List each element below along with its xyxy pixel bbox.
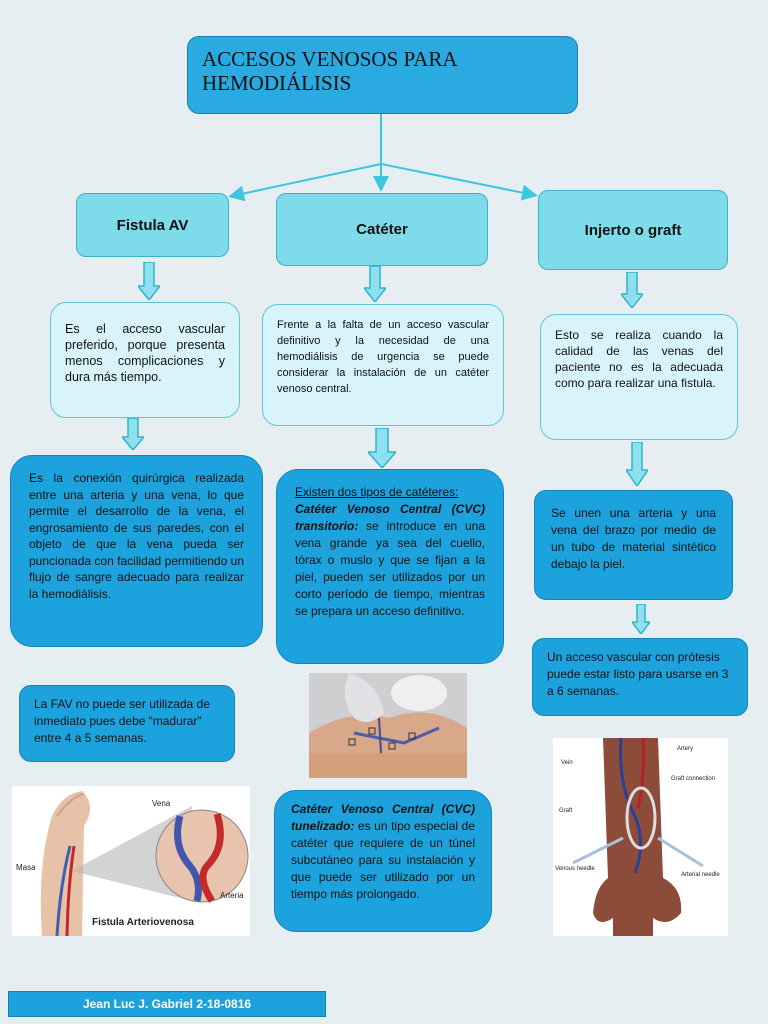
- arrow-down-icon: [138, 262, 160, 300]
- image-caption: Fistula Arteriovenosa: [92, 917, 194, 928]
- diagram-title: ACCESOS VENOSOS PARA HEMODIÁLISIS: [187, 36, 578, 114]
- arrow-down-icon: [632, 604, 650, 634]
- label-graft-connection: Graft connection: [671, 776, 715, 782]
- detail-cateter-transitorio: Existen dos tipos de catéteres: Catéter …: [276, 469, 504, 664]
- term-tunelizado: Catéter Venoso Central (CVC) tunelizado:: [291, 802, 475, 833]
- arrow-down-icon: [626, 442, 648, 486]
- graft-illustration: Artery Vein Graft connection Graft Venou…: [553, 738, 728, 936]
- label-arterial-needle: Arterial needle: [681, 872, 720, 878]
- text-tunelizado: es un tipo especial de catéter que requi…: [291, 819, 475, 901]
- types-heading: Existen dos tipos de catéteres:: [295, 485, 459, 499]
- arrow-down-icon: [364, 266, 386, 302]
- header-cateter: Catéter: [276, 193, 488, 266]
- cateter-photo: [309, 673, 467, 778]
- header-fistula: Fistula AV: [76, 193, 229, 257]
- label-artery: Artery: [677, 746, 693, 752]
- fistula-illustration: Vena Masa Arteria Fistula Arteriovenosa: [12, 786, 250, 936]
- detail-fistula: Es la conexión quirúrgica realizada entr…: [10, 455, 263, 647]
- desc-cateter: Frente a la falta de un acceso vascular …: [262, 304, 504, 426]
- note-fistula: La FAV no puede ser utilizada de inmedia…: [19, 685, 235, 762]
- note-injerto: Un acceso vascular con prótesis puede es…: [532, 638, 748, 716]
- arrow-down-icon: [368, 428, 396, 468]
- desc-fistula: Es el acceso vascular preferido, porque …: [50, 302, 240, 418]
- detail-cateter-tunelizado: Catéter Venoso Central (CVC) tunelizado:…: [274, 790, 492, 932]
- header-injerto: Injerto o graft: [538, 190, 728, 270]
- text-transitorio: se introduce en una vena grande ya sea d…: [295, 519, 485, 618]
- label-masa: Masa: [16, 863, 36, 872]
- label-venous-needle: Venous needle: [555, 866, 595, 872]
- arrow-down-icon: [122, 418, 144, 450]
- label-vena: Vena: [152, 799, 171, 808]
- detail-injerto: Se unen una arteria y una vena del brazo…: [534, 490, 733, 600]
- author-footer: Jean Luc J. Gabriel 2-18-0816: [8, 991, 326, 1017]
- label-vein: Vein: [561, 760, 573, 766]
- desc-injerto: Esto se realiza cuando la calidad de las…: [540, 314, 738, 440]
- label-graft: Graft: [559, 808, 573, 814]
- term-transitorio: Catéter Venoso Central (CVC) transitorio…: [295, 502, 485, 533]
- arrow-down-icon: [621, 272, 643, 308]
- label-arteria: Arteria: [220, 891, 244, 900]
